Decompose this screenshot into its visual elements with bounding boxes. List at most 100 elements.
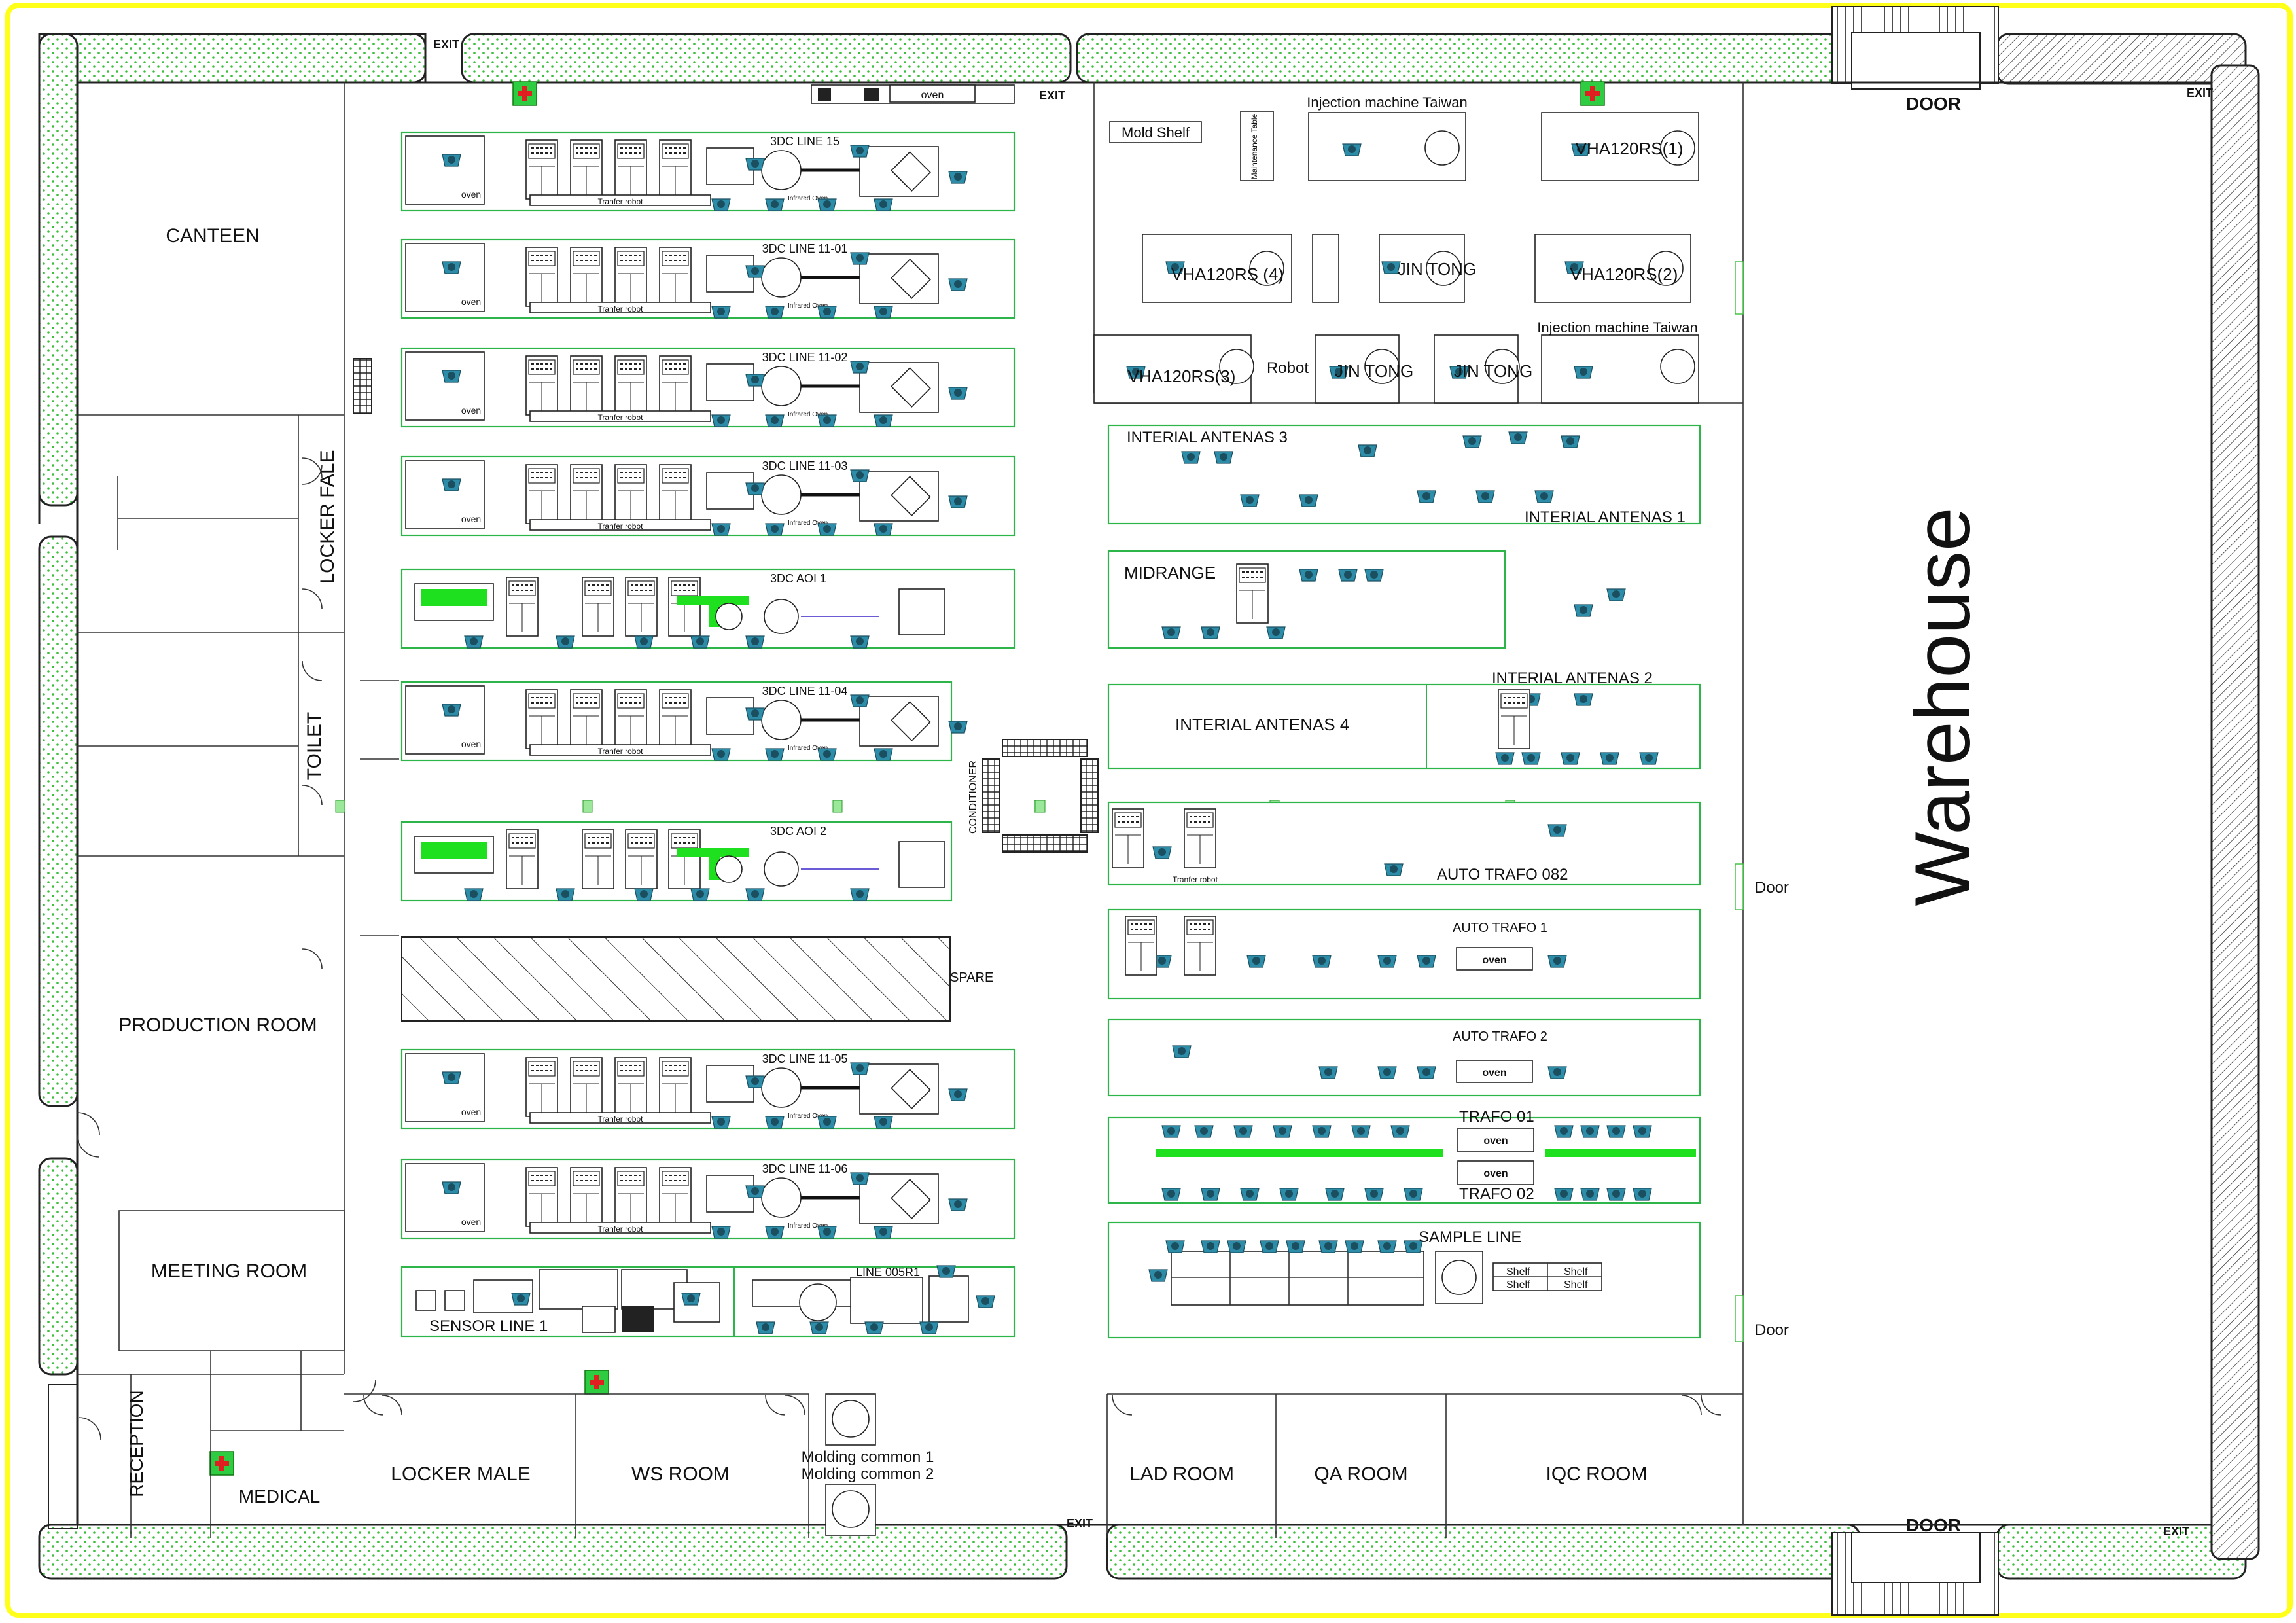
- vha-4-label: VHA120RS (4): [1171, 264, 1284, 284]
- exit-bottom-right[interactable]: EXIT: [2163, 1525, 2189, 1538]
- operator-icon: [1606, 588, 1626, 601]
- line-robot-label: Tranfer robot: [598, 413, 644, 422]
- infrared-oven-label: Infrared Oven: [788, 745, 828, 752]
- operator-icon: [1377, 955, 1397, 968]
- operator-icon: [1181, 451, 1201, 464]
- operator-icon: [1233, 1125, 1253, 1138]
- operator-icon: [1404, 1188, 1423, 1201]
- line-name-label: 3DC AOI 1: [770, 572, 826, 585]
- infrared-oven-label: Infrared Oven: [788, 520, 828, 527]
- exit-top-middle[interactable]: EXIT: [1039, 89, 1065, 102]
- locker-fale-label: LOCKER FALE: [317, 450, 338, 584]
- line-oven-label: oven: [461, 189, 481, 200]
- exit-bottom-middle[interactable]: EXIT: [1067, 1517, 1093, 1530]
- operator-icon: [1364, 1188, 1384, 1201]
- infrared-oven-label: Infrared Oven: [788, 195, 828, 202]
- operator-icon: [1201, 626, 1220, 639]
- operator-icon: [1299, 494, 1318, 507]
- auto-trafo-082-robot-label: Tranfer robot: [1173, 875, 1218, 884]
- green-perimeter: [38, 33, 2260, 1580]
- operator-icon: [1351, 1125, 1371, 1138]
- operator-icon: [1246, 955, 1266, 968]
- equipment-cabinet-icon: [1184, 916, 1216, 976]
- equipment-cabinet-icon: [1184, 808, 1216, 868]
- injection-machine-1-label: Injection machine Taiwan: [1307, 94, 1467, 111]
- operator-icon: [1279, 1188, 1299, 1201]
- toilet-label: TOILET: [304, 712, 325, 780]
- operator-icon: [1554, 1188, 1574, 1201]
- infrared-oven-label: Infrared Oven: [788, 302, 828, 310]
- vha-2-label: VHA120RS(2): [1570, 264, 1678, 284]
- lad-room-label: LAD ROOM: [1129, 1463, 1234, 1485]
- auto-trafo-2-oven-label: oven: [1482, 1067, 1506, 1079]
- site-boundary: [5, 3, 2293, 1618]
- operator-icon: [1299, 569, 1318, 582]
- trafo-02-oven-label: oven: [1483, 1168, 1508, 1179]
- sample-line-label: SAMPLE LINE: [1419, 1228, 1521, 1246]
- line-robot-label: Tranfer robot: [598, 747, 644, 756]
- mold-shelf-label: Mold Shelf: [1122, 124, 1190, 141]
- production-line: 3DC AOI 1: [400, 568, 1016, 649]
- operator-icon: [1417, 1066, 1436, 1079]
- operator-icon: [1161, 626, 1181, 639]
- exit-top-right[interactable]: EXIT: [2187, 86, 2213, 99]
- operator-icon: [1417, 955, 1436, 968]
- shelf-label-2: Shelf: [1564, 1266, 1588, 1277]
- maintenance-table-label: Maintenance Table: [1250, 113, 1259, 179]
- line-name-label: 3DC LINE 11-01: [762, 242, 848, 255]
- operator-icon: [1364, 569, 1384, 582]
- operator-icon: [1318, 1066, 1338, 1079]
- side-door-2-label[interactable]: Door: [1755, 1321, 1789, 1339]
- meeting-room-label: MEETING ROOM: [151, 1260, 307, 1282]
- equipment-cabinet-icon: [1498, 689, 1530, 749]
- top-oven-label: oven: [921, 90, 944, 101]
- side-door-1-label[interactable]: Door: [1755, 879, 1789, 897]
- shelf-label-4: Shelf: [1564, 1279, 1588, 1291]
- line-oven-label: oven: [461, 405, 481, 416]
- operator-icon: [1639, 752, 1659, 765]
- operator-icon: [1345, 1240, 1364, 1253]
- line-robot-label: Tranfer robot: [598, 522, 644, 531]
- operator-icon: [1475, 490, 1495, 503]
- warehouse-label: Warehouse: [1899, 507, 1987, 906]
- injection-machine-2-label: Injection machine Taiwan: [1537, 319, 1697, 336]
- line-robot-label: Tranfer robot: [598, 197, 644, 206]
- line-oven-label: oven: [461, 739, 481, 749]
- operator-icon: [1152, 846, 1172, 859]
- jin-tong-1-label: JIN TONG: [1398, 259, 1476, 279]
- operator-icon: [1286, 1240, 1305, 1253]
- operator-icon: [1214, 451, 1233, 464]
- infrared-oven-label: Infrared Oven: [788, 1113, 828, 1120]
- midrange-label: MIDRANGE: [1124, 563, 1216, 582]
- locker-male-label: LOCKER MALE: [391, 1463, 530, 1485]
- line-name-label: 3DC LINE 11-02: [762, 351, 848, 364]
- operator-icon: [1266, 626, 1286, 639]
- spare-area: [401, 936, 951, 1022]
- first-aid-icon: [1580, 81, 1605, 106]
- line-oven-label: oven: [461, 1107, 481, 1117]
- line-name-label: 3DC LINE 11-06: [762, 1162, 848, 1175]
- operator-icon: [1633, 1188, 1652, 1201]
- operator-icon: [1606, 1188, 1626, 1201]
- medical-label: MEDICAL: [239, 1486, 320, 1507]
- sensor-line-label: SENSOR LINE 1: [429, 1317, 548, 1335]
- vha-3-label: VHA120RS(3): [1128, 366, 1236, 386]
- operator-icon: [1554, 1125, 1574, 1138]
- first-aid-icon: [584, 1370, 609, 1395]
- line-robot-label: Tranfer robot: [598, 1115, 644, 1124]
- top-door-label[interactable]: DOOR: [1906, 94, 1961, 114]
- line-oven-label: oven: [461, 296, 481, 307]
- trafo-01-label: TRAFO 01: [1459, 1108, 1534, 1126]
- line-005r1-label: LINE 005R1: [856, 1266, 920, 1279]
- spare-label: SPARE: [950, 971, 993, 985]
- operator-icon: [1390, 1125, 1410, 1138]
- infrared-oven-label: Infrared Oven: [788, 411, 828, 418]
- exit-top-left[interactable]: EXIT: [433, 38, 459, 51]
- auto-trafo-2-label: AUTO TRAFO 2: [1453, 1029, 1547, 1044]
- molding-common-1-label: Molding common 1: [802, 1448, 934, 1466]
- operator-icon: [1201, 1240, 1220, 1253]
